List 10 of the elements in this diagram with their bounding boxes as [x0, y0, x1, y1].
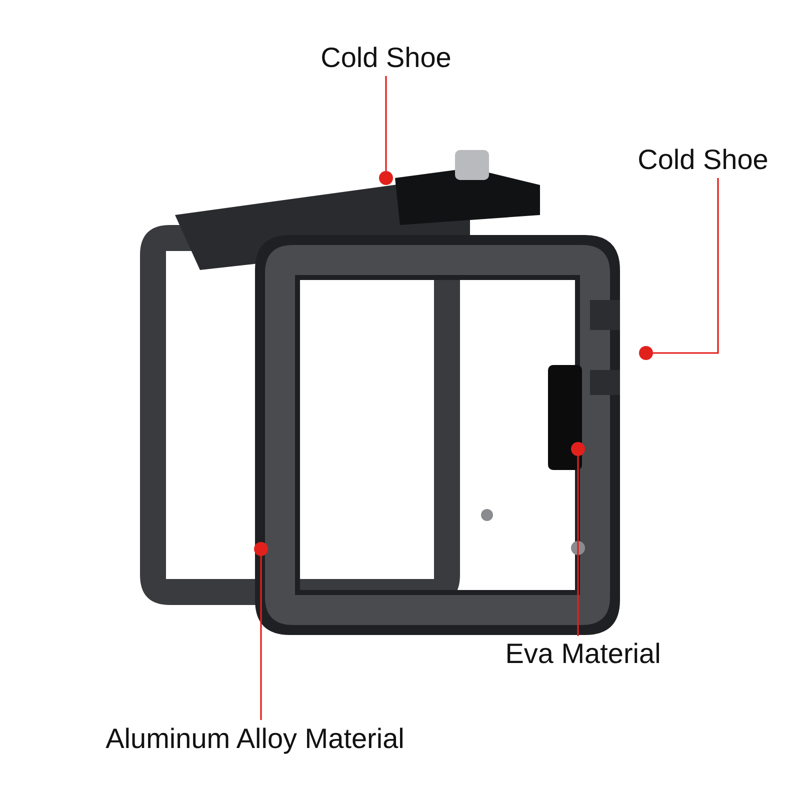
- marker-dot: [379, 171, 393, 185]
- leader-line: [653, 178, 719, 354]
- callout-label: Aluminum Alloy Material: [80, 720, 430, 758]
- callout-label: Eva Material: [493, 636, 673, 672]
- marker-dot: [639, 346, 653, 360]
- leader-line: [260, 556, 262, 720]
- callout-label: Cold Shoe: [311, 40, 461, 76]
- callout-label: Cold Shoe: [628, 142, 778, 178]
- leader-line: [385, 76, 387, 171]
- leader-line: [577, 456, 579, 636]
